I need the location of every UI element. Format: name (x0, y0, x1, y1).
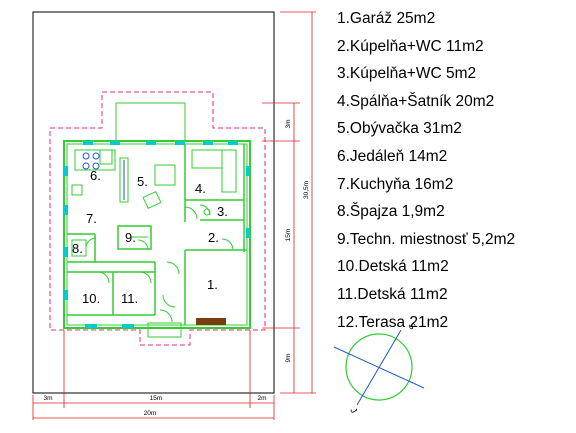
entrance-step (147, 322, 182, 338)
legend-item: 9.Techn. miestnosť 5,2m2 (337, 230, 516, 248)
dim-right-top: 3m (285, 119, 292, 128)
bottom-dimension-labels: 3m 15m 2m 20m (43, 395, 266, 417)
legend-item: 1.Garáž 25m2 (337, 10, 436, 27)
room-number-4: 4. (195, 181, 206, 196)
compass-north-label: S (406, 321, 418, 331)
dim-bottom-left: 3m (43, 395, 52, 402)
right-dimensions (262, 11, 316, 394)
legend-item: 11.Detská 11m2 (337, 285, 448, 303)
legend-item: 8.Špajza 1,9m2 (337, 203, 445, 221)
right-dimension-labels: 3m 15m 9m 30,5m (285, 119, 310, 362)
dim-bottom-total: 20m (144, 410, 157, 417)
room-number-2: 2. (208, 230, 219, 245)
windows (64, 141, 250, 328)
interior-walls (67, 144, 247, 325)
room-number-11: 11. (121, 291, 138, 306)
legend-item: 2.Kúpelňa+WC 11m2 (337, 37, 484, 55)
room-number-3: 3. (217, 204, 228, 219)
room-legend: 1.Garáž 25m2 2.Kúpelňa+WC 11m2 3.Kúpelňa… (337, 8, 515, 339)
legend-item: 3.Kúpelňa+WC 5m2 (337, 65, 477, 83)
garage-door (196, 318, 226, 325)
room-number-6: 6. (90, 168, 101, 183)
legend-item: 4.Spálňa+Šatník 20m2 (337, 92, 495, 110)
site-boundary (32, 11, 275, 394)
legend-item: 10.Detská 11m2 (337, 258, 449, 276)
compass-south-label: J (348, 406, 359, 415)
room-number-5: 5. (137, 174, 148, 189)
room-number-7: 7. (86, 211, 97, 226)
compass: S J (333, 321, 425, 415)
legend-item: 7.Kuchyňa 16m2 (337, 175, 454, 193)
dim-right-bottom: 9m (285, 353, 292, 362)
dim-bottom-right: 2m (257, 395, 266, 402)
room-number-10: 10. (82, 291, 100, 306)
room-number-9: 9. (125, 230, 136, 245)
roof-outline (49, 91, 266, 346)
doors (85, 204, 234, 323)
terrace-outline (115, 102, 186, 142)
furniture (71, 149, 237, 257)
dim-bottom-mid: 15m (150, 395, 163, 402)
dim-right-mid: 15m (285, 229, 292, 242)
dim-right-total: 30,5m (303, 181, 310, 199)
legend-item: 5.Obývačka 31m2 (337, 120, 462, 138)
bottom-dimensions (32, 330, 275, 420)
room-labels: 1. 2. 3. 4. 5. 6. 7. 8. 9. 10. 11. (72, 168, 228, 306)
legend-item: 6.Jedáleň 14m2 (337, 147, 448, 165)
room-number-8: 8. (72, 241, 83, 256)
legend-item: 12.Terasa 21m2 (337, 313, 449, 331)
room-number-1: 1. (207, 277, 218, 292)
